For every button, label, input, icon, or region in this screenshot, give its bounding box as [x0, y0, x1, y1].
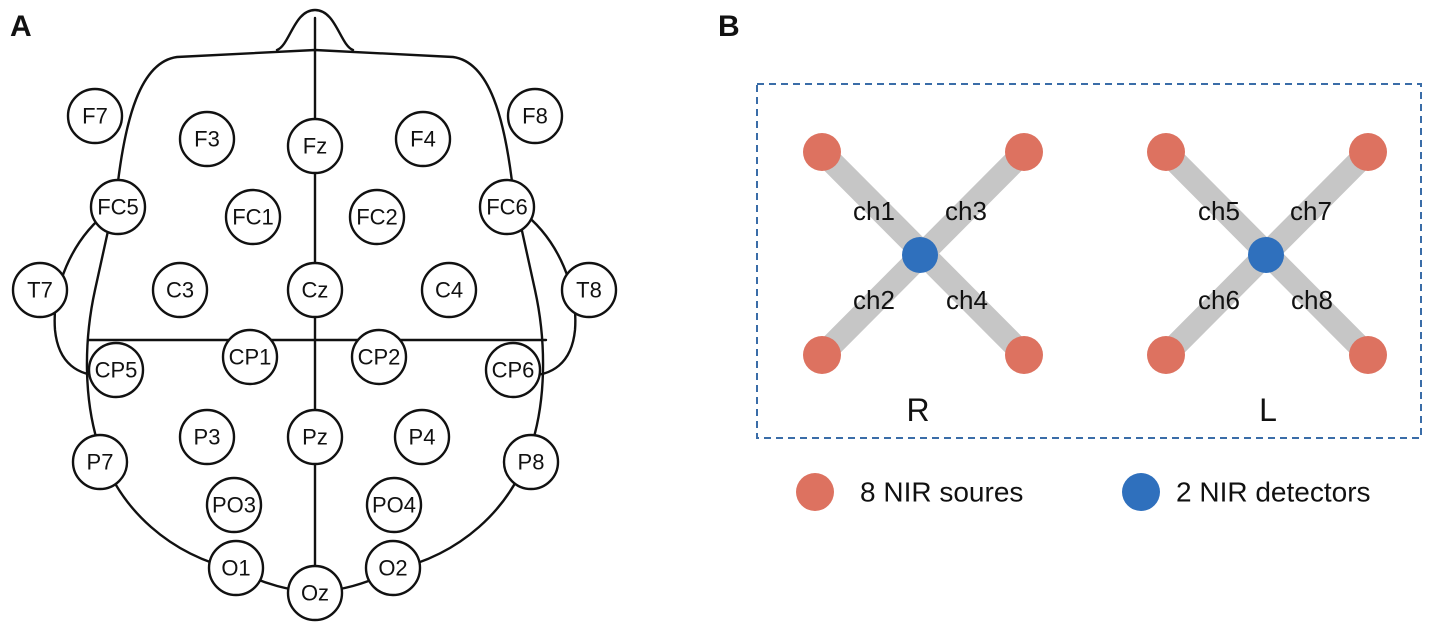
- svg-text:Cz: Cz: [302, 278, 329, 303]
- electrode-CP6: CP6: [484, 341, 542, 399]
- panel-b-label: B: [718, 10, 740, 43]
- electrode-O1: O1: [207, 539, 265, 597]
- legend-detector-swatch: [1122, 473, 1160, 511]
- svg-text:CP2: CP2: [358, 345, 401, 370]
- svg-text:Fz: Fz: [303, 134, 327, 159]
- panel-a-label: A: [10, 10, 32, 43]
- svg-text:FC6: FC6: [486, 195, 528, 220]
- right-ear-outline: [513, 208, 577, 377]
- legend: 8 NIR soures 2 NIR detectors: [796, 473, 1371, 511]
- electrode-FC1: FC1: [224, 188, 282, 246]
- electrode-FC5: FC5: [89, 178, 147, 236]
- electrode-F4: F4: [394, 110, 452, 168]
- electrode-P8: P8: [502, 433, 560, 491]
- svg-text:CP1: CP1: [229, 345, 272, 370]
- electrodes: F7 F8 F3 Fz F4 FC5 FC1 FC2 FC6 T7 C3 Cz …: [11, 87, 618, 622]
- nir-source-dot: [1005, 336, 1043, 374]
- svg-text:CP5: CP5: [95, 358, 138, 383]
- channel-label: ch7: [1290, 196, 1332, 226]
- electrode-T8: T8: [560, 261, 618, 319]
- svg-text:PO3: PO3: [212, 493, 256, 518]
- channel-label: ch3: [945, 196, 987, 226]
- svg-text:T8: T8: [576, 278, 602, 303]
- svg-text:P4: P4: [409, 425, 436, 450]
- channel-label: ch6: [1198, 285, 1240, 315]
- electrode-P7: P7: [71, 433, 129, 491]
- electrode-P4: P4: [393, 408, 451, 466]
- channel-label: ch4: [946, 285, 988, 315]
- probe-layout-box: [756, 83, 1422, 439]
- electrode-T7: T7: [11, 261, 69, 319]
- svg-text:F7: F7: [82, 104, 108, 129]
- channel-label: ch8: [1291, 285, 1333, 315]
- svg-text:T7: T7: [27, 278, 53, 303]
- electrode-CP2: CP2: [350, 328, 408, 386]
- electrode-C4: C4: [420, 261, 478, 319]
- svg-text:C4: C4: [435, 278, 463, 303]
- electrode-FC2: FC2: [348, 188, 406, 246]
- svg-text:FC1: FC1: [232, 205, 274, 230]
- nir-detector-dot: [902, 237, 938, 273]
- probe-group-right: ch1 ch3 ch2 ch4 R: [803, 133, 1043, 428]
- nose-outline: [275, 8, 355, 52]
- electrode-Fz: Fz: [286, 117, 344, 175]
- svg-text:O2: O2: [378, 556, 407, 581]
- nir-source-dot: [803, 133, 841, 171]
- svg-text:P8: P8: [518, 450, 545, 475]
- svg-text:F4: F4: [410, 127, 436, 152]
- electrode-F7: F7: [66, 87, 124, 145]
- electrode-CP1: CP1: [221, 328, 279, 386]
- electrode-F3: F3: [178, 110, 236, 168]
- nir-source-dot: [1147, 336, 1185, 374]
- side-label-left: L: [1259, 392, 1277, 428]
- legend-detectors-label: 2 NIR detectors: [1176, 477, 1371, 508]
- svg-text:C3: C3: [166, 278, 194, 303]
- electrode-FC6: FC6: [478, 178, 536, 236]
- electrode-C3: C3: [151, 261, 209, 319]
- left-ear-outline: [53, 208, 117, 377]
- svg-text:FC2: FC2: [356, 205, 398, 230]
- electrode-Oz: Oz: [286, 564, 344, 622]
- channel-label: ch5: [1198, 196, 1240, 226]
- nir-source-dot: [1005, 133, 1043, 171]
- svg-text:P7: P7: [87, 450, 114, 475]
- svg-text:O1: O1: [221, 556, 250, 581]
- svg-text:Oz: Oz: [301, 581, 329, 606]
- channel-label: ch2: [853, 285, 895, 315]
- svg-text:PO4: PO4: [372, 493, 416, 518]
- electrode-PO3: PO3: [205, 476, 263, 534]
- electrode-CP5: CP5: [87, 341, 145, 399]
- electrode-P3: P3: [178, 408, 236, 466]
- probe-group-left: ch5 ch7 ch6 ch8 L: [1147, 133, 1387, 428]
- electrode-Cz: Cz: [286, 261, 344, 319]
- svg-text:F8: F8: [522, 104, 548, 129]
- nir-source-dot: [1349, 336, 1387, 374]
- svg-text:P3: P3: [194, 425, 221, 450]
- panel-a: A F7 F8 F3 Fz F4 FC5 FC1 FC2 FC6 T7: [10, 8, 618, 622]
- nir-source-dot: [803, 336, 841, 374]
- nir-source-dot: [1349, 133, 1387, 171]
- svg-text:Pz: Pz: [302, 425, 328, 450]
- panel-b: B ch1 ch3 ch2 ch4 R ch5 ch7: [718, 10, 1422, 511]
- electrode-PO4: PO4: [365, 476, 423, 534]
- svg-text:CP6: CP6: [492, 358, 535, 383]
- svg-text:FC5: FC5: [97, 195, 139, 220]
- electrode-Pz: Pz: [286, 408, 344, 466]
- electrode-O2: O2: [364, 539, 422, 597]
- side-label-right: R: [906, 392, 929, 428]
- channel-label: ch1: [853, 196, 895, 226]
- legend-sources-label: 8 NIR soures: [860, 477, 1023, 508]
- nir-detector-dot: [1248, 237, 1284, 273]
- electrode-F8: F8: [506, 87, 564, 145]
- svg-text:F3: F3: [194, 127, 220, 152]
- nir-source-dot: [1147, 133, 1185, 171]
- legend-source-swatch: [796, 473, 834, 511]
